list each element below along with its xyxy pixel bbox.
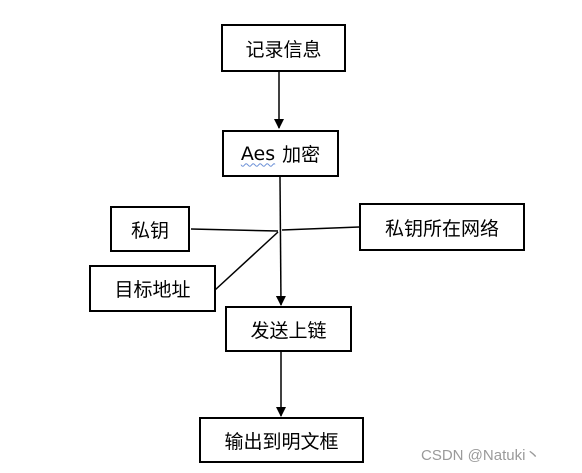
node-private-key: 私钥	[110, 206, 190, 252]
connector-private-key-network	[281, 226, 360, 231]
node-private-key-label: 私钥	[130, 219, 169, 242]
node-record-info: 记录信息	[221, 24, 346, 72]
connector-private-key	[190, 228, 279, 232]
watermark: CSDN @Natuki丶	[421, 447, 541, 464]
node-private-key-network: 私钥所在网络	[359, 203, 525, 251]
connector-target-address	[214, 231, 279, 291]
node-output-plaintext: 输出到明文框	[199, 417, 364, 463]
node-target-address: 目标地址	[89, 265, 216, 312]
arrow-aes-to-send	[275, 176, 286, 306]
node-send-onchain-label: 发送上链	[250, 319, 327, 342]
node-private-key-network-label: 私钥所在网络	[384, 217, 499, 240]
node-send-onchain: 发送上链	[225, 306, 352, 352]
node-record-info-label: 记录信息	[245, 38, 322, 61]
node-target-address-label: 目标地址	[114, 279, 191, 301]
node-output-plaintext-label: 输出到明文框	[224, 430, 339, 453]
node-aes-encrypt: Aes 加密	[222, 130, 339, 177]
node-aes-word: Aes	[240, 142, 276, 165]
node-aes-suffix: 加密	[282, 144, 321, 166]
